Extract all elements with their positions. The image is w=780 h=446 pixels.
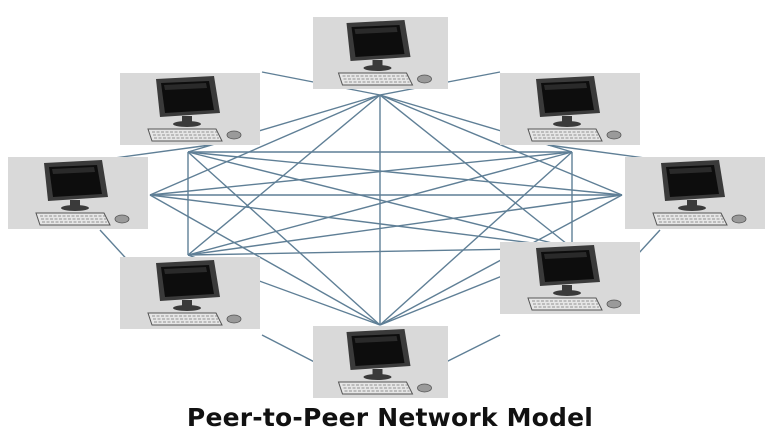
desktop-computer-icon — [527, 245, 622, 311]
network-link — [187, 151, 381, 326]
network-link — [187, 151, 623, 196]
peer-computer — [120, 257, 260, 329]
desktop-computer-icon — [35, 160, 130, 226]
desktop-computer-icon — [147, 76, 242, 142]
network-link — [187, 151, 573, 249]
network-link — [187, 151, 573, 256]
network-link — [149, 194, 573, 249]
network-link — [187, 94, 381, 256]
peer-computer — [500, 73, 640, 145]
desktop-computer-icon — [652, 160, 747, 226]
network-link — [379, 151, 573, 326]
peer-computer — [313, 17, 448, 89]
peer-nodes — [8, 17, 765, 398]
desktop-computer-icon — [527, 76, 622, 142]
desktop-computer-icon — [147, 260, 242, 326]
peer-computer — [500, 242, 640, 314]
network-link — [187, 194, 623, 256]
peer-computer — [313, 326, 448, 398]
peer-computer — [8, 157, 148, 229]
network-link — [149, 151, 573, 196]
desktop-computer-icon — [337, 329, 432, 395]
network-link — [379, 94, 573, 249]
diagram-caption: Peer-to-Peer Network Model — [186, 403, 594, 432]
peer-computer — [625, 157, 765, 229]
desktop-computer-icon — [337, 20, 432, 86]
peer-computer — [120, 73, 260, 145]
